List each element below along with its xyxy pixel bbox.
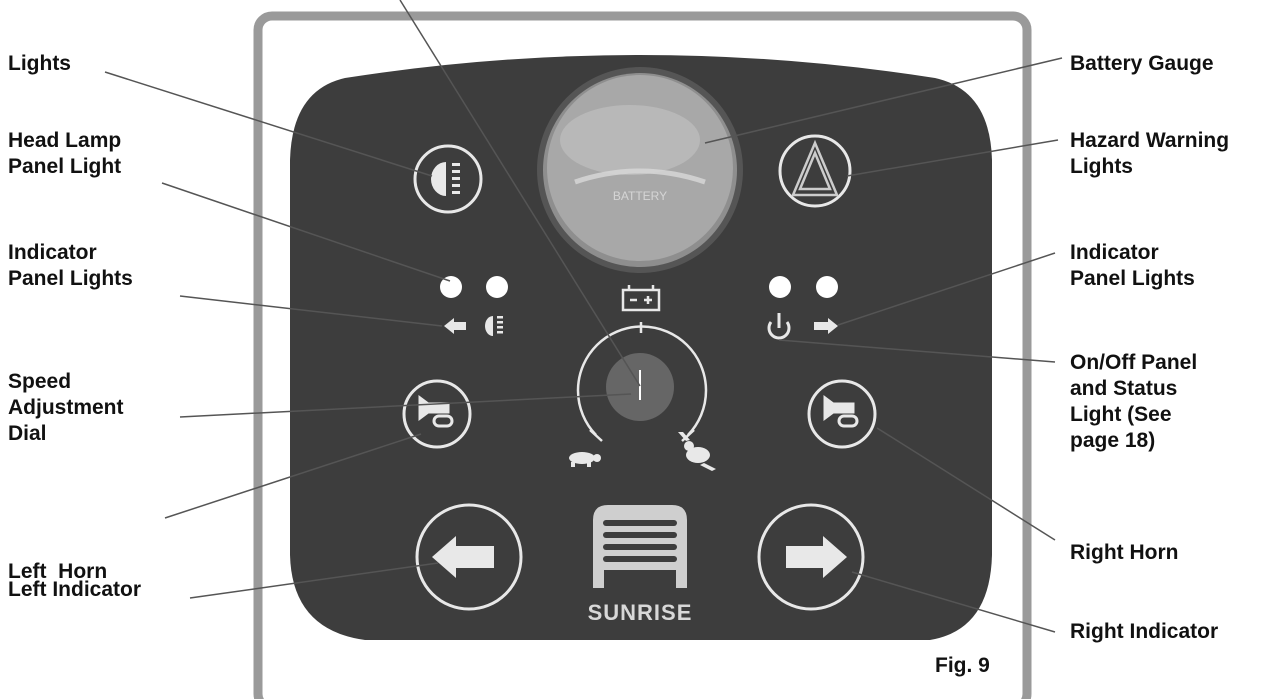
- callout-line: and Status: [1070, 377, 1178, 400]
- headlamp-small-icon: [485, 316, 503, 336]
- leader-hazard: [846, 139, 1059, 177]
- callout-line: Adjustment: [8, 396, 124, 419]
- right-indicator-light: [769, 276, 791, 298]
- left-indicator-button[interactable]: [415, 503, 523, 611]
- callout-line: Right Horn: [1070, 541, 1179, 564]
- sunrise-logo-icon: [593, 505, 687, 588]
- leader-lines: [104, 0, 1063, 633]
- callout-line: Left Horn: [8, 560, 108, 583]
- callout-line: Speed: [8, 370, 72, 393]
- callout-speed-adjustment-dial: Speed Adjustment Dial: [8, 369, 124, 447]
- hazard-button[interactable]: [778, 134, 852, 208]
- battery-icon: [621, 285, 661, 312]
- left-arrow-icon: [432, 536, 494, 578]
- callout-line: Lights: [8, 52, 71, 75]
- leader-on-off: [778, 339, 1056, 363]
- leader-battery: [704, 57, 1063, 144]
- power-icon: [767, 313, 791, 340]
- turtle-icon: [569, 452, 601, 467]
- leader-speed-dial: [179, 393, 632, 418]
- callout-line: Indicator: [8, 241, 97, 264]
- right-arrow-icon: [786, 536, 847, 578]
- callout-line: Right Indicator: [1070, 620, 1219, 643]
- speed-adjustment-dial[interactable]: [576, 322, 708, 442]
- right-arrow-small-icon: [814, 318, 838, 334]
- leader-head-lamp: [161, 182, 451, 282]
- callout-line: Light (See: [1070, 403, 1172, 426]
- callout-line: Dial: [8, 422, 47, 445]
- leader-right-horn: [876, 427, 1056, 541]
- callout-line: Indicator: [1070, 241, 1159, 264]
- figure-label: Fig. 9: [935, 654, 990, 677]
- headlamp-icon: [431, 162, 460, 196]
- right-horn-button[interactable]: [807, 379, 877, 449]
- callout-lights: Lights: [8, 51, 71, 77]
- battery-gauge: BATTERY: [537, 67, 743, 273]
- callout-line: Panel Lights: [1070, 267, 1195, 290]
- headlamp-indicator-light: [486, 276, 508, 298]
- callout-indicator-panel-lights-right: Indicator Panel Lights: [1070, 240, 1195, 292]
- leader-indicator-right: [837, 252, 1056, 326]
- callout-line: Panel Lights: [8, 267, 133, 290]
- headlamp-button[interactable]: [413, 144, 483, 214]
- leader-right-indicator: [851, 571, 1056, 633]
- callout-hazard-warning-lights: Hazard Warning Lights: [1070, 128, 1229, 180]
- right-indicator-button[interactable]: [757, 503, 865, 611]
- callout-on-off-panel: On/Off Panel and Status Light (See page …: [1070, 350, 1197, 454]
- leader-indicator-left: [179, 295, 443, 327]
- leader-left-horn: [164, 433, 422, 519]
- callout-line: On/Off Panel: [1070, 351, 1198, 374]
- callout-line: Left Indicator: [8, 578, 142, 601]
- power-status-light: [816, 276, 838, 298]
- callout-left-horn: Left Horn: [8, 507, 107, 611]
- horn-icon: [823, 395, 859, 428]
- panel-body: [290, 55, 992, 640]
- callout-line: page 18): [1070, 429, 1156, 452]
- callout-right-horn: Right Horn: [1070, 540, 1178, 566]
- callout-head-lamp-panel-light: Head Lamp Panel Light: [8, 128, 121, 180]
- callout-left-indicator: Left Indicator: [8, 577, 141, 603]
- battery-gauge-text: BATTERY: [613, 189, 667, 203]
- callout-line: Lights: [1070, 155, 1133, 178]
- leader-top: [399, 0, 641, 387]
- callout-right-indicator: Right Indicator: [1070, 619, 1218, 645]
- brand-name: SUNRISE: [588, 600, 693, 625]
- leader-left-indicator: [189, 562, 439, 599]
- callout-line: Panel Light: [8, 155, 122, 178]
- leader-lights: [104, 71, 433, 177]
- callout-line: Hazard Warning: [1070, 129, 1230, 152]
- callout-line: Battery Gauge: [1070, 52, 1214, 75]
- rabbit-icon: [678, 432, 716, 471]
- left-indicator-light: [440, 276, 462, 298]
- callout-battery-gauge: Battery Gauge: [1070, 51, 1214, 77]
- hazard-triangle-icon: [791, 139, 839, 197]
- callout-line: Head Lamp: [8, 129, 122, 152]
- left-arrow-small-icon: [444, 318, 466, 334]
- callout-indicator-panel-lights-left: Indicator Panel Lights: [8, 240, 133, 292]
